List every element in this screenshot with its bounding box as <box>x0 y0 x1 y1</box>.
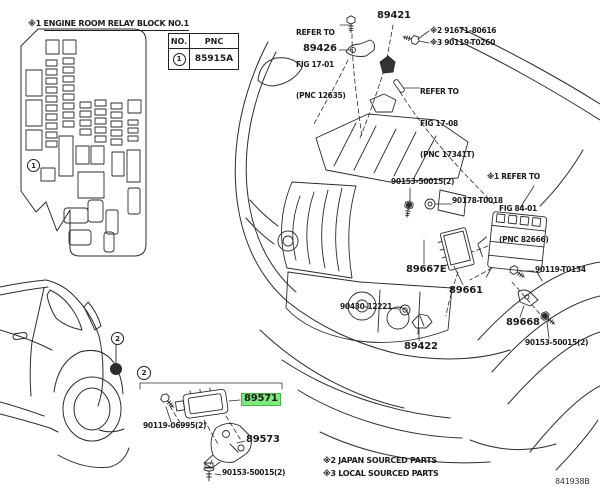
engine-drawing <box>277 93 469 343</box>
pnc-table: NO. PNC 1 85915A <box>168 33 239 70</box>
part-label-89573[interactable]: 89573 <box>246 434 280 445</box>
ecu-89661 <box>437 227 475 271</box>
pnc-table-header-no: NO. <box>168 33 190 49</box>
bolt-icon-91671 <box>401 32 421 46</box>
callout-fig-84-01-line2: FIG 84-01 <box>499 203 537 213</box>
sensor-89422 <box>411 313 433 329</box>
callout-fig-17-01-line2: FIG 17-01 <box>296 59 334 69</box>
callout-fig-17-01: REFER TO FIG 17-01 (PNC 12635) <box>296 7 346 123</box>
fender-drawing <box>451 27 600 471</box>
part-label-90178-t0018[interactable]: 90178-T0018 <box>452 196 503 205</box>
part-label-89426[interactable]: 89426 <box>303 43 337 54</box>
small-part-icons <box>158 15 558 482</box>
bolt-icon-90119-06995 <box>158 391 177 411</box>
callout-fig-84-01-line3: (PNC 82666) <box>499 235 549 244</box>
bracket-89573 <box>203 423 252 469</box>
callout-fig-84-01-line1: ※1 REFER TO <box>487 172 540 181</box>
callout-fig-17-01-line1: REFER TO <box>296 28 335 37</box>
legend-japan-sourced: ※2 JAPAN SOURCED PARTS <box>323 456 437 465</box>
front-bumper-drawing <box>234 41 557 464</box>
part-label-89668[interactable]: 89668 <box>506 317 540 328</box>
relay-block-drawing <box>20 28 147 257</box>
part-label-90153-50015-engine[interactable]: 90153-50015(2) <box>391 177 455 186</box>
circled-2-marker-assembly: 2 <box>137 366 151 380</box>
part-label-89571-highlighted[interactable]: 89571 <box>241 393 281 406</box>
part-89421-sensor <box>379 55 396 74</box>
part-label-90119-t0134[interactable]: 90119-T0134 <box>535 265 586 274</box>
part-label-90153-50015-bracket[interactable]: 90153-50015(2) <box>222 468 286 477</box>
circled-1-icon: 1 <box>172 52 186 66</box>
part-label-90430-12221[interactable]: 90430-12221 <box>340 302 392 311</box>
bolt-icon-90153-engine <box>402 199 415 219</box>
pnc-table-header-pnc: PNC <box>189 33 239 49</box>
grommet-90430 <box>399 304 411 316</box>
part-label-90119-t0260[interactable]: ※3 90119-T0260 <box>430 38 496 47</box>
part-label-89661[interactable]: 89661 <box>449 285 483 296</box>
callout-fig-17-08-line2: FIG 17-08 <box>420 118 458 128</box>
car-rear-drawing <box>0 279 130 468</box>
callout-fig-17-01-line3: (PNC 12635) <box>296 91 346 100</box>
circled-2-marker-car: 2 <box>111 332 124 345</box>
part-89426-bracket <box>345 39 375 57</box>
bolt-icon-fig-17-01 <box>346 15 356 34</box>
bracket-89668 <box>517 289 539 307</box>
dashed-leader-lines <box>169 24 541 469</box>
callout-fig-17-08-line1: REFER TO <box>420 87 459 96</box>
pnc-table-cell-pnc[interactable]: 85915A <box>189 48 239 70</box>
relay-block-title: ※1 ENGINE ROOM RELAY BLOCK NO.1 <box>18 10 189 37</box>
stud-icon-fig-17-08 <box>393 79 405 93</box>
callout-fig-17-08-line3: (PNC 17341T) <box>420 150 475 159</box>
circled-1-marker-relay-block: 1 <box>27 159 40 172</box>
bolt-icon-90178 <box>424 198 436 210</box>
part-label-90153-50015-fender[interactable]: 90153-50015(2) <box>525 338 589 347</box>
screw-icon-90153-bracket <box>203 462 215 482</box>
bolt-icon-90119-t0134 <box>507 263 528 281</box>
part-label-90119-06995[interactable]: 90119-06995(2) <box>143 421 207 430</box>
bolt-icon-90153-fender <box>538 309 558 328</box>
callout-fig-17-08: REFER TO FIG 17-08 (PNC 17341T) <box>420 66 475 182</box>
part-label-89667e[interactable]: 89667E <box>406 264 447 275</box>
diagram-code: 841938B <box>555 477 590 486</box>
callout-fig-84-01: ※1 REFER TO FIG 84-01 (PNC 82666) <box>487 151 549 267</box>
relay-block-title-prefix: ※1 <box>28 19 44 28</box>
relay-block-title-text: ENGINE ROOM RELAY BLOCK NO.1 <box>43 19 189 31</box>
legend-local-sourced: ※3 LOCAL SOURCED PARTS <box>323 469 439 478</box>
part-label-91671-80616[interactable]: ※2 91671-80616 <box>430 26 497 35</box>
pnc-table-cell-marker: 1 <box>168 48 190 70</box>
part-label-89422[interactable]: 89422 <box>404 341 438 352</box>
relay-box-82666 <box>477 211 548 282</box>
part-label-89421[interactable]: 89421 <box>377 10 411 21</box>
ecu-89571-drawing <box>174 387 229 419</box>
callout-leader-lines <box>139 24 550 476</box>
